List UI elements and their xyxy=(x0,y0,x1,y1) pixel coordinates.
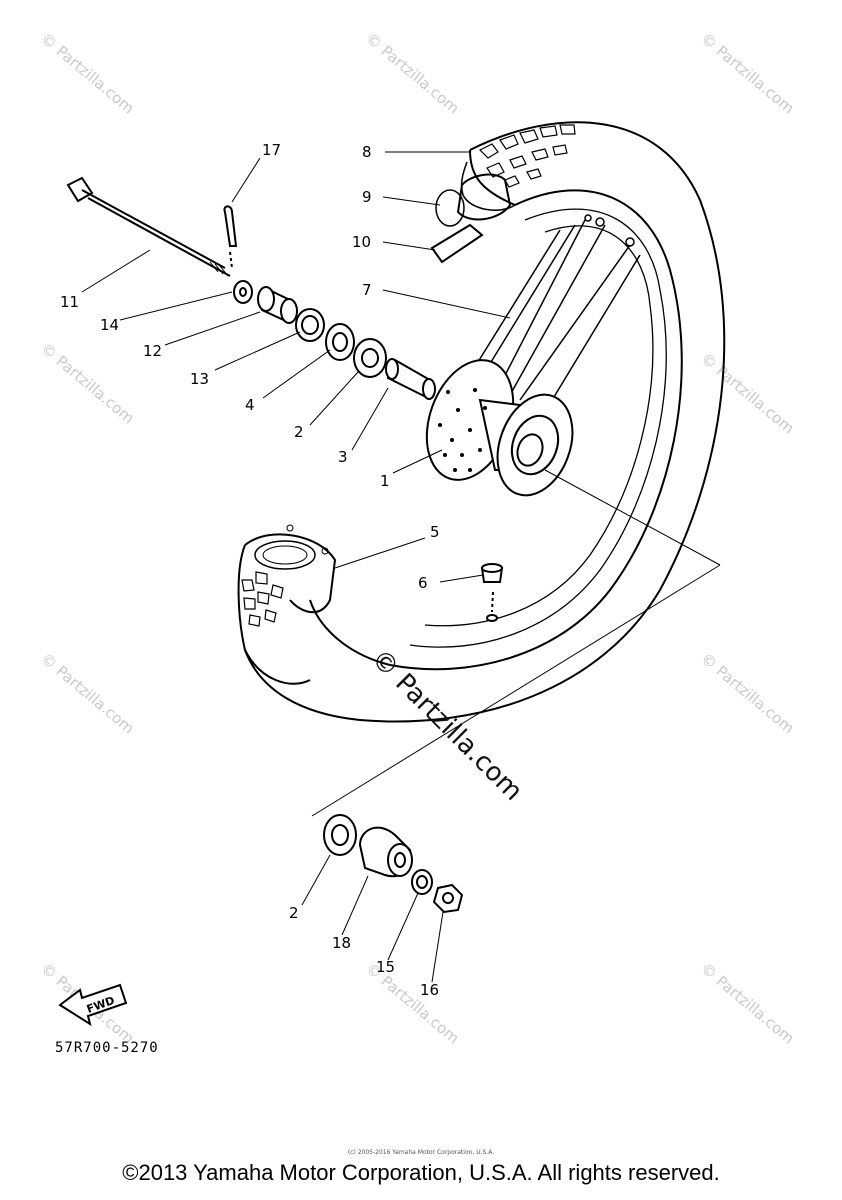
callout-3: 3 xyxy=(338,448,348,466)
tire-rim xyxy=(239,122,725,721)
axle-components xyxy=(234,281,435,399)
lower-components xyxy=(324,815,462,912)
fwd-arrow: FWD xyxy=(60,985,126,1024)
callout-2-lower: 2 xyxy=(289,904,299,922)
watermark: © Partzilla.com xyxy=(37,29,137,117)
callout-11: 11 xyxy=(60,293,79,311)
valve-cap xyxy=(482,564,502,621)
callout-8: 8 xyxy=(362,143,372,161)
spokes xyxy=(468,215,640,420)
hub-holes xyxy=(438,388,487,472)
callout-9: 9 xyxy=(362,188,372,206)
leader-lines xyxy=(82,152,510,982)
small-print: (c) 2005-2016 Yamaha Motor Corporation, … xyxy=(347,1149,495,1156)
callout-17: 17 xyxy=(262,141,281,159)
copyright: ©2013 Yamaha Motor Corporation, U.S.A. A… xyxy=(122,1160,720,1185)
watermark: © Partzilla.com xyxy=(37,339,137,427)
cotter-pin xyxy=(224,206,236,268)
callout-12: 12 xyxy=(143,342,162,360)
callout-1: 1 xyxy=(380,472,390,490)
callout-10: 10 xyxy=(352,233,371,251)
watermark: © Partzilla.com xyxy=(362,29,462,117)
axle xyxy=(68,178,230,276)
callout-2-upper: 2 xyxy=(294,423,304,441)
watermark: © Partzilla.com xyxy=(697,349,797,437)
callout-14: 14 xyxy=(100,316,119,334)
wheel-hub xyxy=(411,348,585,506)
callout-labels: 17 8 9 10 7 11 14 12 13 4 2 3 1 5 6 2 18… xyxy=(60,141,440,999)
assembly-guide-lines xyxy=(312,470,720,816)
watermark: © Partzilla.com xyxy=(697,649,797,737)
tube-and-rim-band xyxy=(432,175,510,262)
callout-18: 18 xyxy=(332,934,351,952)
callout-15: 15 xyxy=(376,958,395,976)
callout-5: 5 xyxy=(430,523,440,541)
callout-7: 7 xyxy=(362,281,372,299)
callout-13: 13 xyxy=(190,370,209,388)
watermark: © Partzilla.com xyxy=(37,649,137,737)
callout-6: 6 xyxy=(418,574,428,592)
watermark: © Partzilla.com xyxy=(697,29,797,117)
part-number: 57R700-5270 xyxy=(55,1040,159,1056)
callout-16: 16 xyxy=(420,981,439,999)
watermark: © Partzilla.com xyxy=(697,959,797,1047)
callout-4: 4 xyxy=(245,396,255,414)
